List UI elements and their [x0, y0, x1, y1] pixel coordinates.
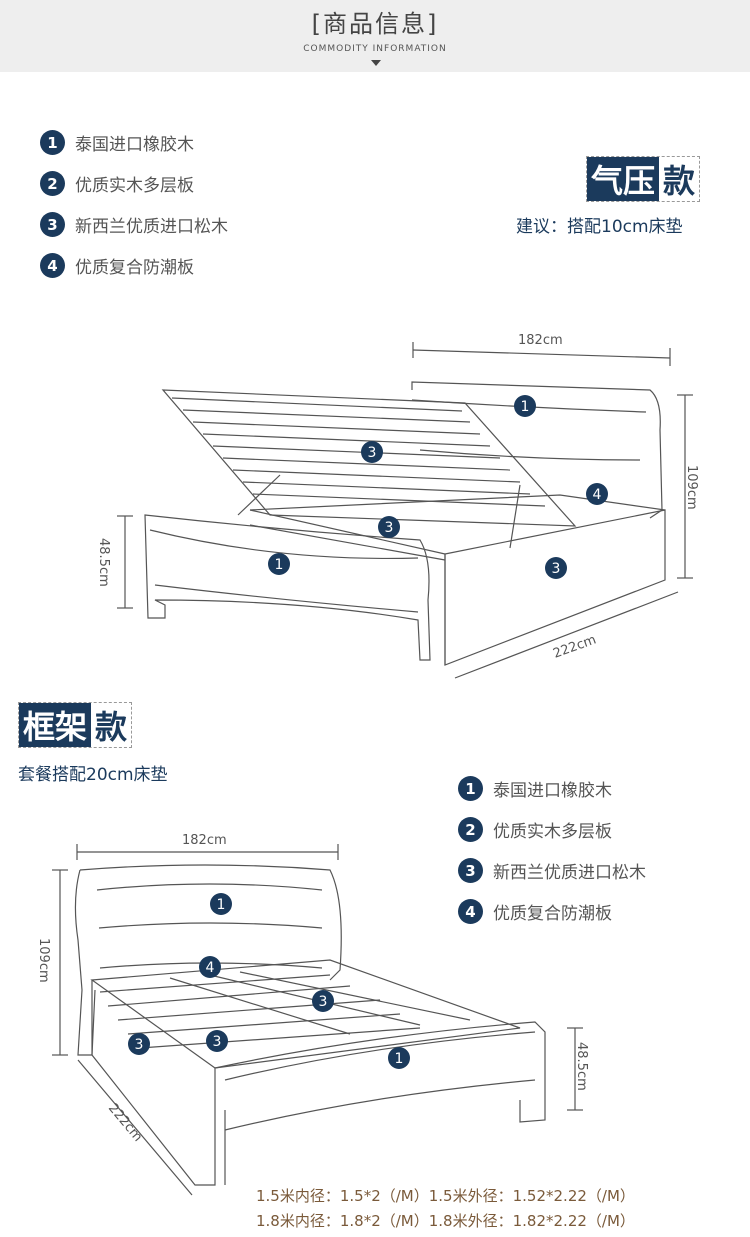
material-item: 4 优质复合防潮板 [458, 891, 646, 932]
size-spec-line: 1.8米内径：1.8*2（/M）1.8米外径：1.82*2.22（/M） [256, 1212, 635, 1230]
headboard-outline [79, 864, 342, 981]
frame-bed-diagram: 182cm 109cm 222cm 48.5cm 1 4 3 3 3 1 [36, 833, 589, 1196]
material-label: 优质复合防潮板 [493, 904, 612, 924]
gas-height-label: 109cm [684, 465, 699, 510]
material-item: 2 优质实木多层板 [40, 163, 228, 204]
svg-text:4: 4 [206, 960, 215, 976]
svg-text:3: 3 [385, 520, 394, 536]
gas-model-note: 建议：搭配10cm床垫 [516, 217, 683, 237]
marker-3: 3 [545, 557, 567, 579]
frame-width-label: 182cm [182, 833, 227, 848]
svg-text:4: 4 [593, 487, 602, 503]
number-badge: 4 [40, 253, 65, 278]
svg-text:1: 1 [275, 557, 284, 573]
svg-text:1: 1 [395, 1051, 404, 1067]
caret-down-icon [371, 60, 381, 66]
material-label: 优质复合防潮板 [75, 258, 194, 278]
material-item: 3 新西兰优质进口松木 [458, 850, 646, 891]
number-badge: 3 [40, 212, 65, 237]
badge-light-text: 款 [663, 162, 696, 200]
size-spec-text: 1.5米内径：1.5*2（/M）1.5米外径：1.52*2.22（/M） 1.8… [256, 1184, 635, 1234]
gas-strut [237, 474, 281, 516]
marker-1: 1 [388, 1047, 410, 1069]
number-badge: 1 [40, 130, 65, 155]
gas-bed-diagram: 182cm 109cm 222cm 48.5cm 1 3 4 3 1 3 [96, 333, 699, 679]
size-spec-line: 1.5米内径：1.5*2（/M）1.5米外径：1.52*2.22（/M） [256, 1187, 635, 1205]
frame-model-note: 套餐搭配20cm床垫 [18, 765, 168, 785]
gas-length-label: 222cm [551, 632, 598, 661]
material-label: 优质实木多层板 [75, 176, 194, 196]
frame-model-badge: 框架 款 [18, 702, 133, 748]
gas-strut [509, 484, 521, 549]
section-title: [商品信息] [311, 10, 439, 38]
number-badge: 3 [458, 858, 483, 883]
number-badge: 1 [458, 776, 483, 801]
svg-text:1: 1 [521, 399, 530, 415]
material-label: 新西兰优质进口松木 [493, 863, 646, 883]
svg-text:3: 3 [319, 994, 328, 1010]
headboard-outline [411, 381, 663, 519]
number-badge: 2 [458, 817, 483, 842]
marker-3: 3 [378, 516, 400, 538]
svg-text:3: 3 [368, 445, 377, 461]
gas-width-label: 182cm [518, 333, 563, 348]
gas-side-label: 48.5cm [96, 538, 111, 587]
frame-length-label: 222cm [105, 1101, 145, 1145]
material-item: 4 优质复合防潮板 [40, 245, 228, 286]
marker-3: 3 [128, 1033, 150, 1055]
svg-text:1: 1 [217, 897, 226, 913]
materials-list-top: 1 泰国进口橡胶木 2 优质实木多层板 3 新西兰优质进口松木 4 优质复合防潮板 [40, 122, 228, 286]
material-item: 3 新西兰优质进口松木 [40, 204, 228, 245]
marker-3: 3 [361, 441, 383, 463]
side-rail [91, 980, 216, 1186]
marker-3: 3 [312, 990, 334, 1012]
gas-model-badge: 气压 款 [586, 156, 701, 202]
badge-light-text: 款 [95, 708, 128, 746]
marker-1: 1 [514, 395, 536, 417]
marker-3: 3 [206, 1030, 228, 1052]
svg-text:3: 3 [552, 561, 561, 577]
footboard-outline [144, 514, 431, 661]
number-badge: 4 [458, 899, 483, 924]
badge-dark-text: 气压 [587, 157, 660, 201]
material-label: 优质实木多层板 [493, 822, 612, 842]
slat-area [90, 959, 521, 1069]
marker-4: 4 [586, 483, 608, 505]
frame-height-label: 109cm [36, 938, 51, 983]
material-item: 1 泰国进口橡胶木 [458, 768, 646, 809]
material-item: 1 泰国进口橡胶木 [40, 122, 228, 163]
material-item: 2 优质实木多层板 [458, 809, 646, 850]
frame-side-label: 48.5cm [574, 1042, 589, 1091]
svg-text:3: 3 [213, 1034, 222, 1050]
materials-list-bottom: 1 泰国进口橡胶木 2 优质实木多层板 3 新西兰优质进口松木 4 优质复合防潮板 [458, 768, 646, 932]
marker-1: 1 [210, 893, 232, 915]
material-label: 泰国进口橡胶木 [493, 781, 612, 801]
bed-side-panel [444, 509, 666, 666]
number-badge: 2 [40, 171, 65, 196]
badge-dark-text: 框架 [19, 703, 92, 747]
svg-text:3: 3 [135, 1037, 144, 1053]
slat-frame [161, 389, 577, 527]
marker-4: 4 [199, 956, 221, 978]
material-label: 新西兰优质进口松木 [75, 217, 228, 237]
material-label: 泰国进口橡胶木 [75, 135, 194, 155]
marker-1: 1 [268, 553, 290, 575]
section-subtitle: COMMODITY INFORMATION [303, 44, 447, 54]
